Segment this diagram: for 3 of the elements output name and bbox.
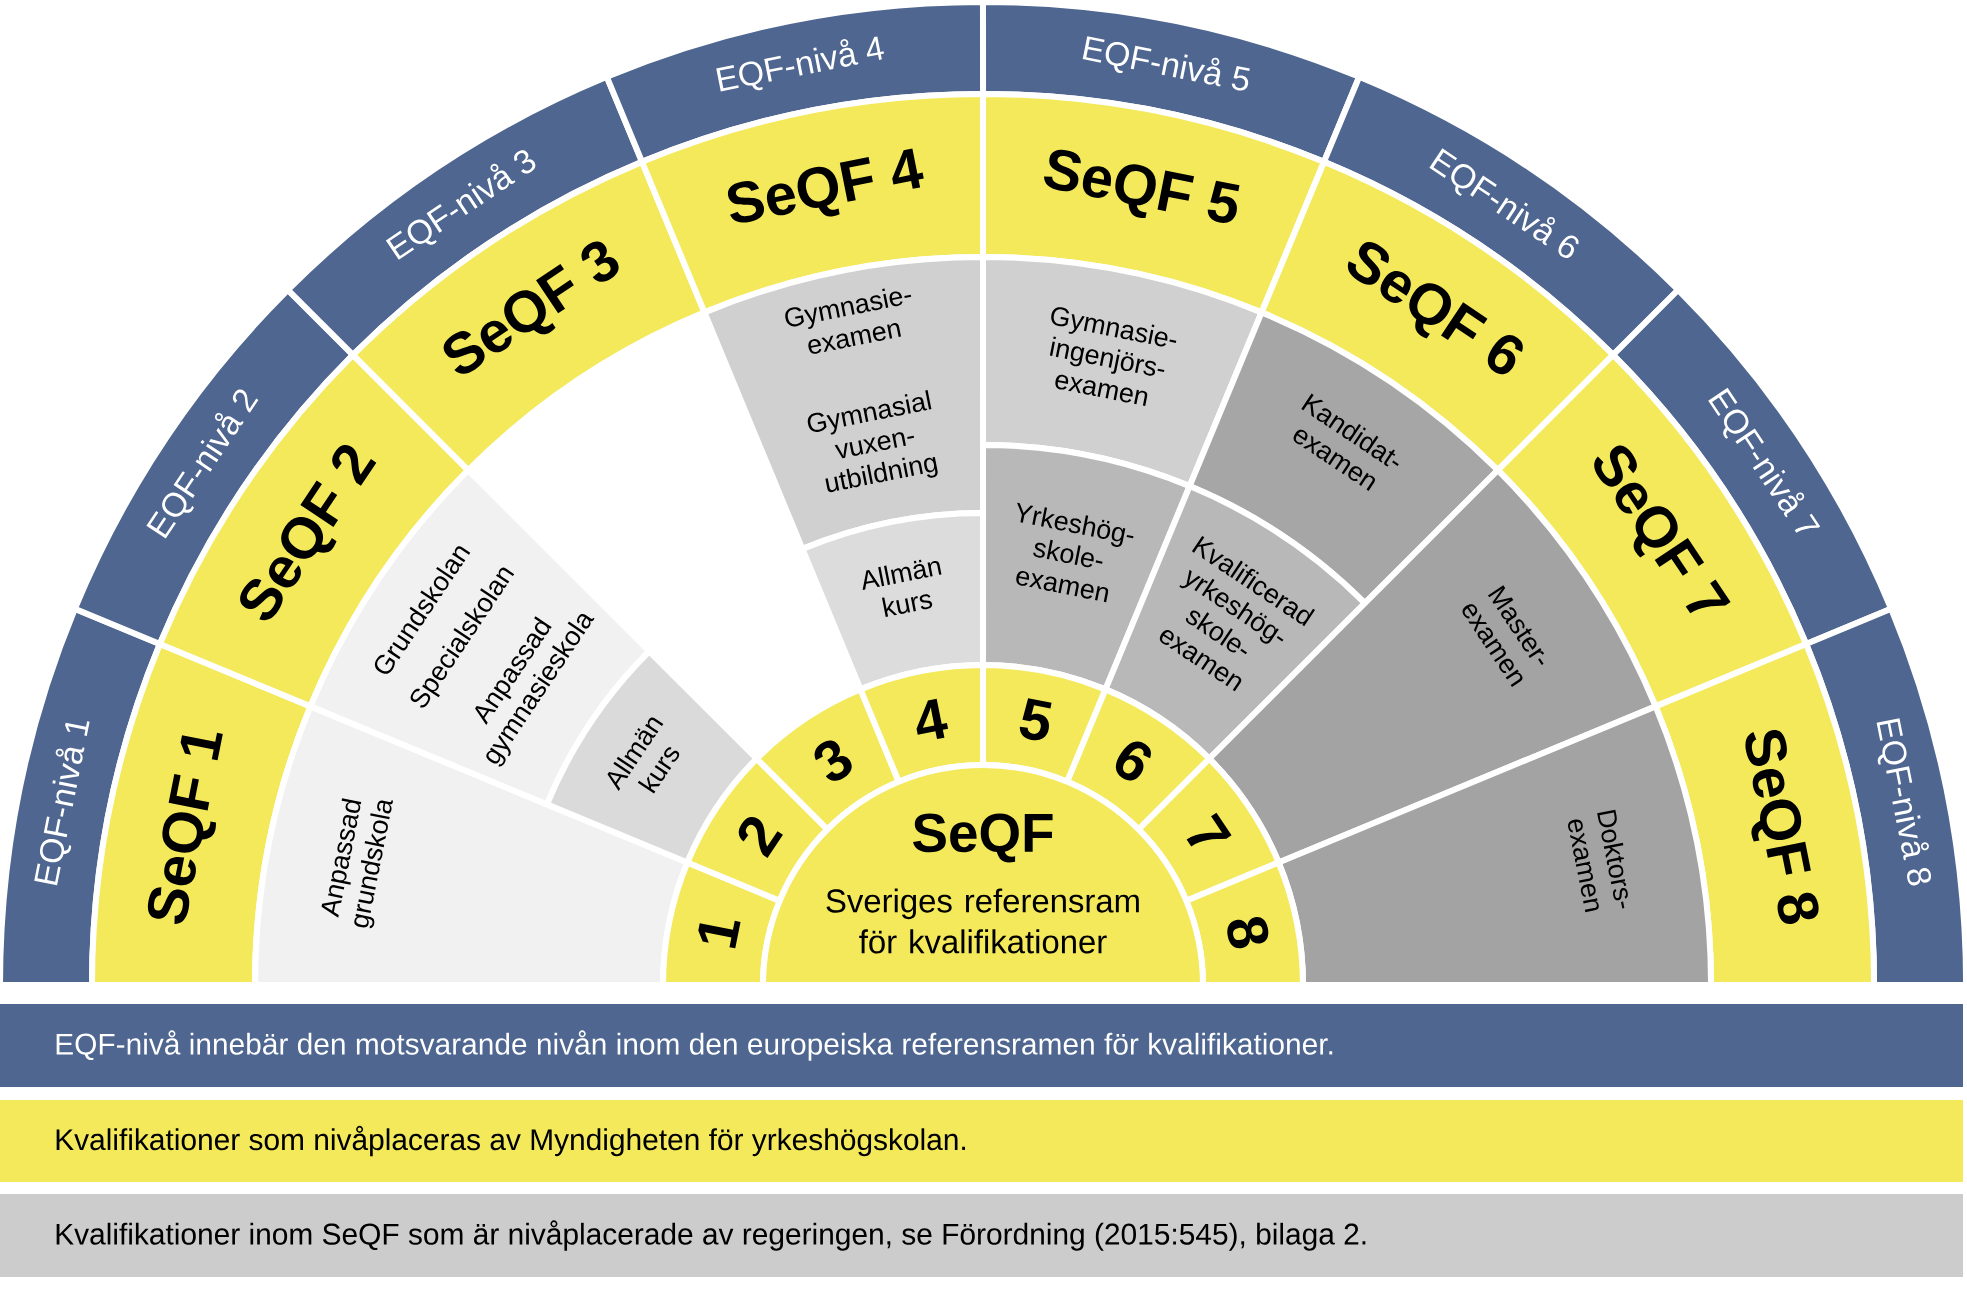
legend-bar: EQF-nivå innebär den motsvarande nivån inom den europeiska referensramen för kvalifikationer. xyxy=(0,1004,1963,1087)
legend-bar: Kvalifikationer inom SeQF som är nivåplacerade av regeringen, se Förordning (2015:545), bilaga 2. xyxy=(0,1194,1963,1277)
legend-bar: Kvalifikationer som nivåplaceras av Myndigheten för yrkeshögskolan. xyxy=(0,1100,1963,1182)
